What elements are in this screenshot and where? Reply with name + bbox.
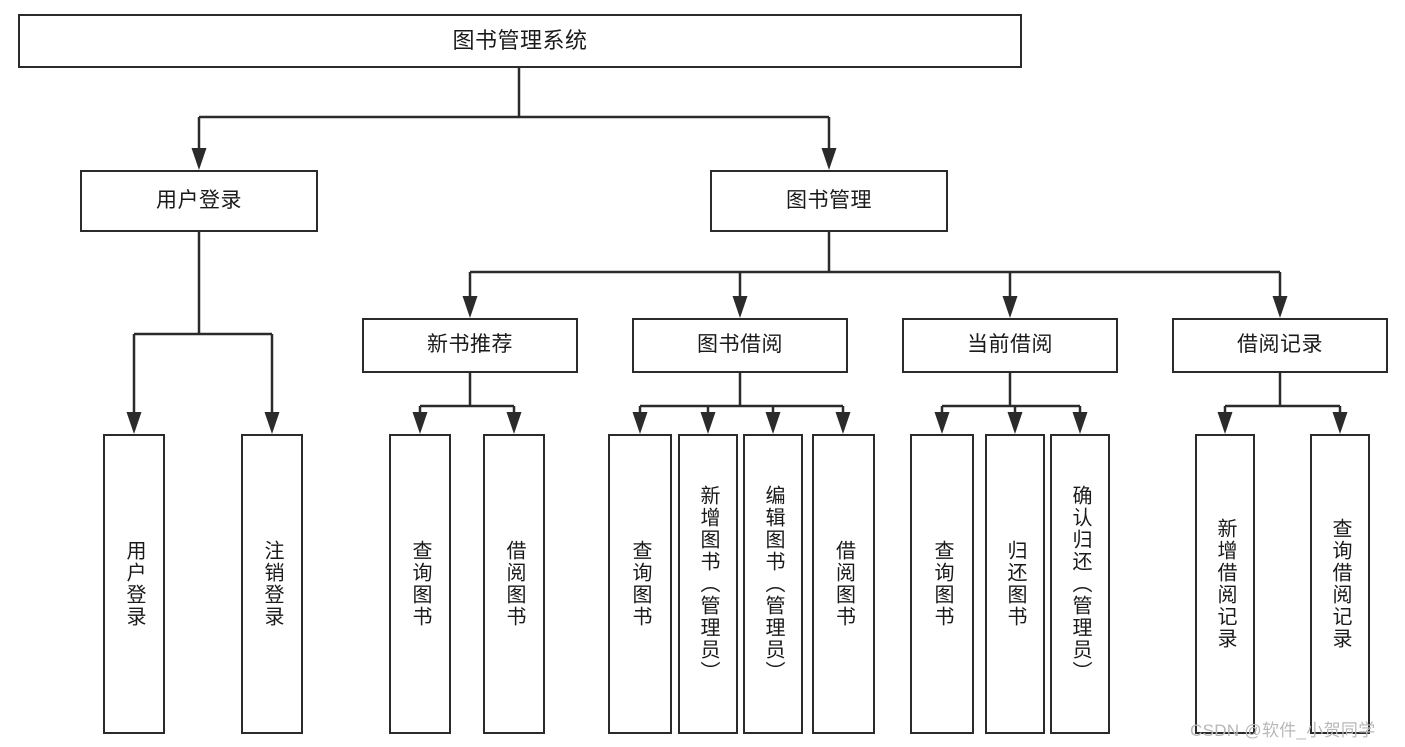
edge-br-to-leaf2-arrowhead-icon <box>1332 412 1348 434</box>
node-leaf-query-book-3[interactable]: 查询图书 <box>910 434 974 734</box>
edge-bm-to-book-borrow-arrowhead-icon <box>732 296 748 318</box>
node-leaf-query-book-2[interactable]: 查询图书 <box>608 434 672 734</box>
node-leaf-query-borrow-record[interactable]: 查询借阅记录 <box>1310 434 1370 734</box>
node-leaf-user-login[interactable]: 用户登录 <box>103 434 165 734</box>
edge-br-to-leaf1-arrowhead-icon <box>1217 412 1233 434</box>
edge-bm-to-current-borrow-arrowhead-icon <box>1002 296 1018 318</box>
node-label: 编辑图书（管理员） <box>762 485 784 683</box>
edge-user-login-to-leaf2-arrowhead-icon <box>264 412 280 434</box>
node-book-borrow[interactable]: 图书借阅 <box>632 318 848 373</box>
edge-root-to-user-login-arrowhead-icon <box>191 148 207 170</box>
node-leaf-add-borrow-record[interactable]: 新增借阅记录 <box>1195 434 1255 734</box>
node-root-system[interactable]: 图书管理系统 <box>18 14 1022 68</box>
node-label: 查询图书 <box>931 540 953 628</box>
node-label: 借阅记录 <box>1237 333 1323 357</box>
node-label: 用户登录 <box>123 540 145 628</box>
node-label: 归还图书 <box>1004 540 1026 628</box>
node-label: 图书管理 <box>786 188 872 212</box>
node-leaf-borrow-book-1[interactable]: 借阅图书 <box>483 434 545 734</box>
node-borrow-record[interactable]: 借阅记录 <box>1172 318 1388 373</box>
node-book-management[interactable]: 图书管理 <box>710 170 948 232</box>
edge-bb-to-leaf1-arrowhead-icon <box>632 412 648 434</box>
node-user-login[interactable]: 用户登录 <box>80 170 318 232</box>
edge-nb-to-leaf1-arrowhead-icon <box>412 412 428 434</box>
node-label: 新增借阅记录 <box>1214 518 1236 650</box>
node-leaf-edit-book-admin[interactable]: 编辑图书（管理员） <box>743 434 803 734</box>
node-leaf-logout-login[interactable]: 注销登录 <box>241 434 303 734</box>
node-label: 查询图书 <box>409 540 431 628</box>
node-label: 当前借阅 <box>967 333 1053 357</box>
node-label: 确认归还（管理员） <box>1069 485 1091 683</box>
node-label: 借阅图书 <box>503 540 525 628</box>
edge-user-login-to-leaf1-arrowhead-icon <box>126 412 142 434</box>
node-leaf-query-book-1[interactable]: 查询图书 <box>389 434 451 734</box>
edge-cb-to-leaf1-arrowhead-icon <box>934 412 950 434</box>
node-label: 用户登录 <box>156 188 242 212</box>
node-new-book-recommend[interactable]: 新书推荐 <box>362 318 578 373</box>
node-leaf-borrow-book-2[interactable]: 借阅图书 <box>812 434 875 734</box>
edge-bb-to-leaf4-arrowhead-icon <box>835 412 851 434</box>
edge-cb-to-leaf3-arrowhead-icon <box>1072 412 1088 434</box>
edge-root-to-book-management-arrowhead-icon <box>821 148 837 170</box>
node-label: 注销登录 <box>261 540 283 628</box>
edge-bm-to-borrow-record-arrowhead-icon <box>1272 296 1288 318</box>
node-label: 图书借阅 <box>697 333 783 357</box>
node-leaf-add-book-admin[interactable]: 新增图书（管理员） <box>678 434 738 734</box>
arrowhead-group <box>126 148 1348 434</box>
edge-group <box>132 68 1342 412</box>
edge-bb-to-leaf3-arrowhead-icon <box>765 412 781 434</box>
node-label: 查询图书 <box>629 540 651 628</box>
node-label: 新书推荐 <box>427 333 513 357</box>
node-leaf-return-book[interactable]: 归还图书 <box>985 434 1045 734</box>
edge-nb-to-leaf2-arrowhead-icon <box>506 412 522 434</box>
edge-cb-to-leaf2-arrowhead-icon <box>1007 412 1023 434</box>
node-label: 借阅图书 <box>832 540 855 628</box>
node-label: 图书管理系统 <box>452 28 588 54</box>
node-label: 查询借阅记录 <box>1329 518 1351 650</box>
node-label: 新增图书（管理员） <box>697 485 719 683</box>
node-leaf-confirm-return-admin[interactable]: 确认归还（管理员） <box>1050 434 1110 734</box>
edge-bm-to-new-book-arrowhead-icon <box>462 296 478 318</box>
edge-bb-to-leaf2-arrowhead-icon <box>700 412 716 434</box>
node-current-borrow[interactable]: 当前借阅 <box>902 318 1118 373</box>
